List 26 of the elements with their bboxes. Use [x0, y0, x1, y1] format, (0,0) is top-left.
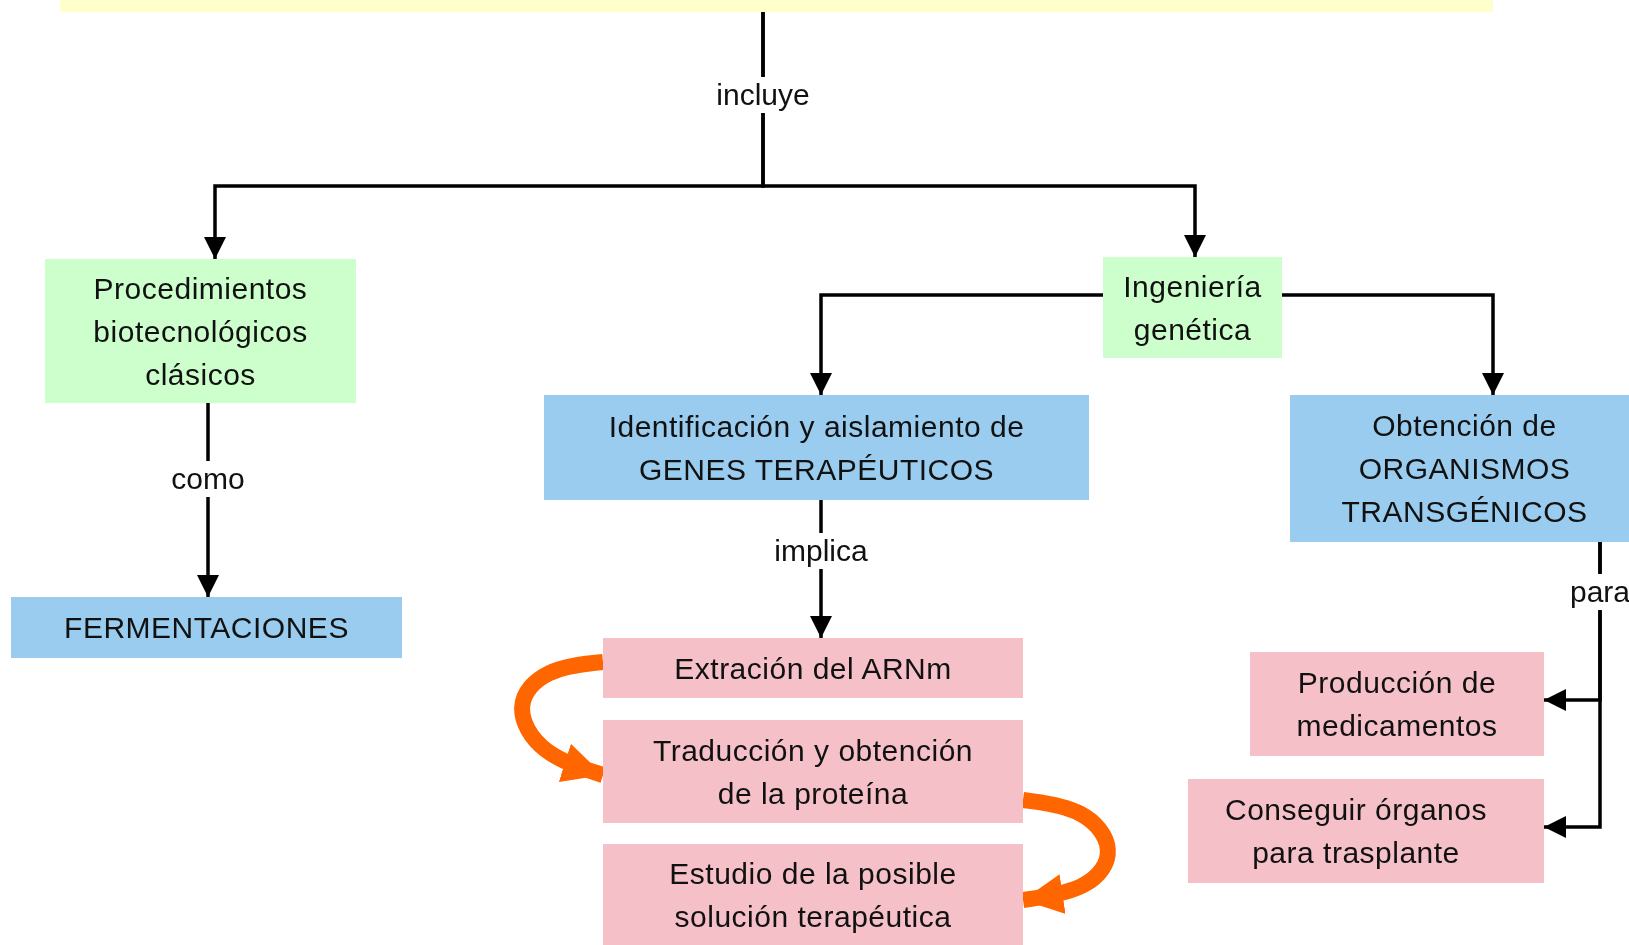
arrow	[810, 293, 1103, 395]
arrow	[761, 12, 1206, 257]
node-text: Extración del ARNm	[674, 650, 952, 687]
edge-label: como	[169, 461, 247, 497]
concept-box	[11, 597, 402, 658]
node-text: Procedimientos biotecnológicos clásicos	[92, 270, 309, 393]
arrow	[1544, 542, 1602, 838]
concept-box	[1290, 395, 1629, 542]
concept-box	[1103, 257, 1282, 358]
node-text: Conseguir órganos para trasplante	[1224, 792, 1488, 871]
node-text: FERMENTACIONES	[64, 610, 349, 646]
concept-box	[1188, 779, 1544, 883]
title-box	[60, 0, 1493, 12]
concept-box	[1250, 652, 1544, 756]
node-text: Ingeniería genética	[1122, 268, 1263, 348]
concept-box	[544, 395, 1089, 500]
concept-box	[603, 844, 1023, 945]
concept-box	[603, 638, 1023, 698]
arrow	[1282, 293, 1504, 395]
node-text: Obtención de ORGANISMOS TRANSGÉNICOS	[1340, 408, 1589, 530]
node-text: Identificación y aislamiento de GENES TERAPÉUTICOS	[607, 408, 1026, 488]
node-text: Traducción y obtención de la proteína	[651, 732, 975, 812]
node-text: Estudio de la posible solución terapéutica	[668, 855, 958, 935]
concept-box	[45, 259, 356, 403]
concept-box	[603, 720, 1023, 823]
node-text: Producción de medicamentos	[1295, 665, 1499, 744]
